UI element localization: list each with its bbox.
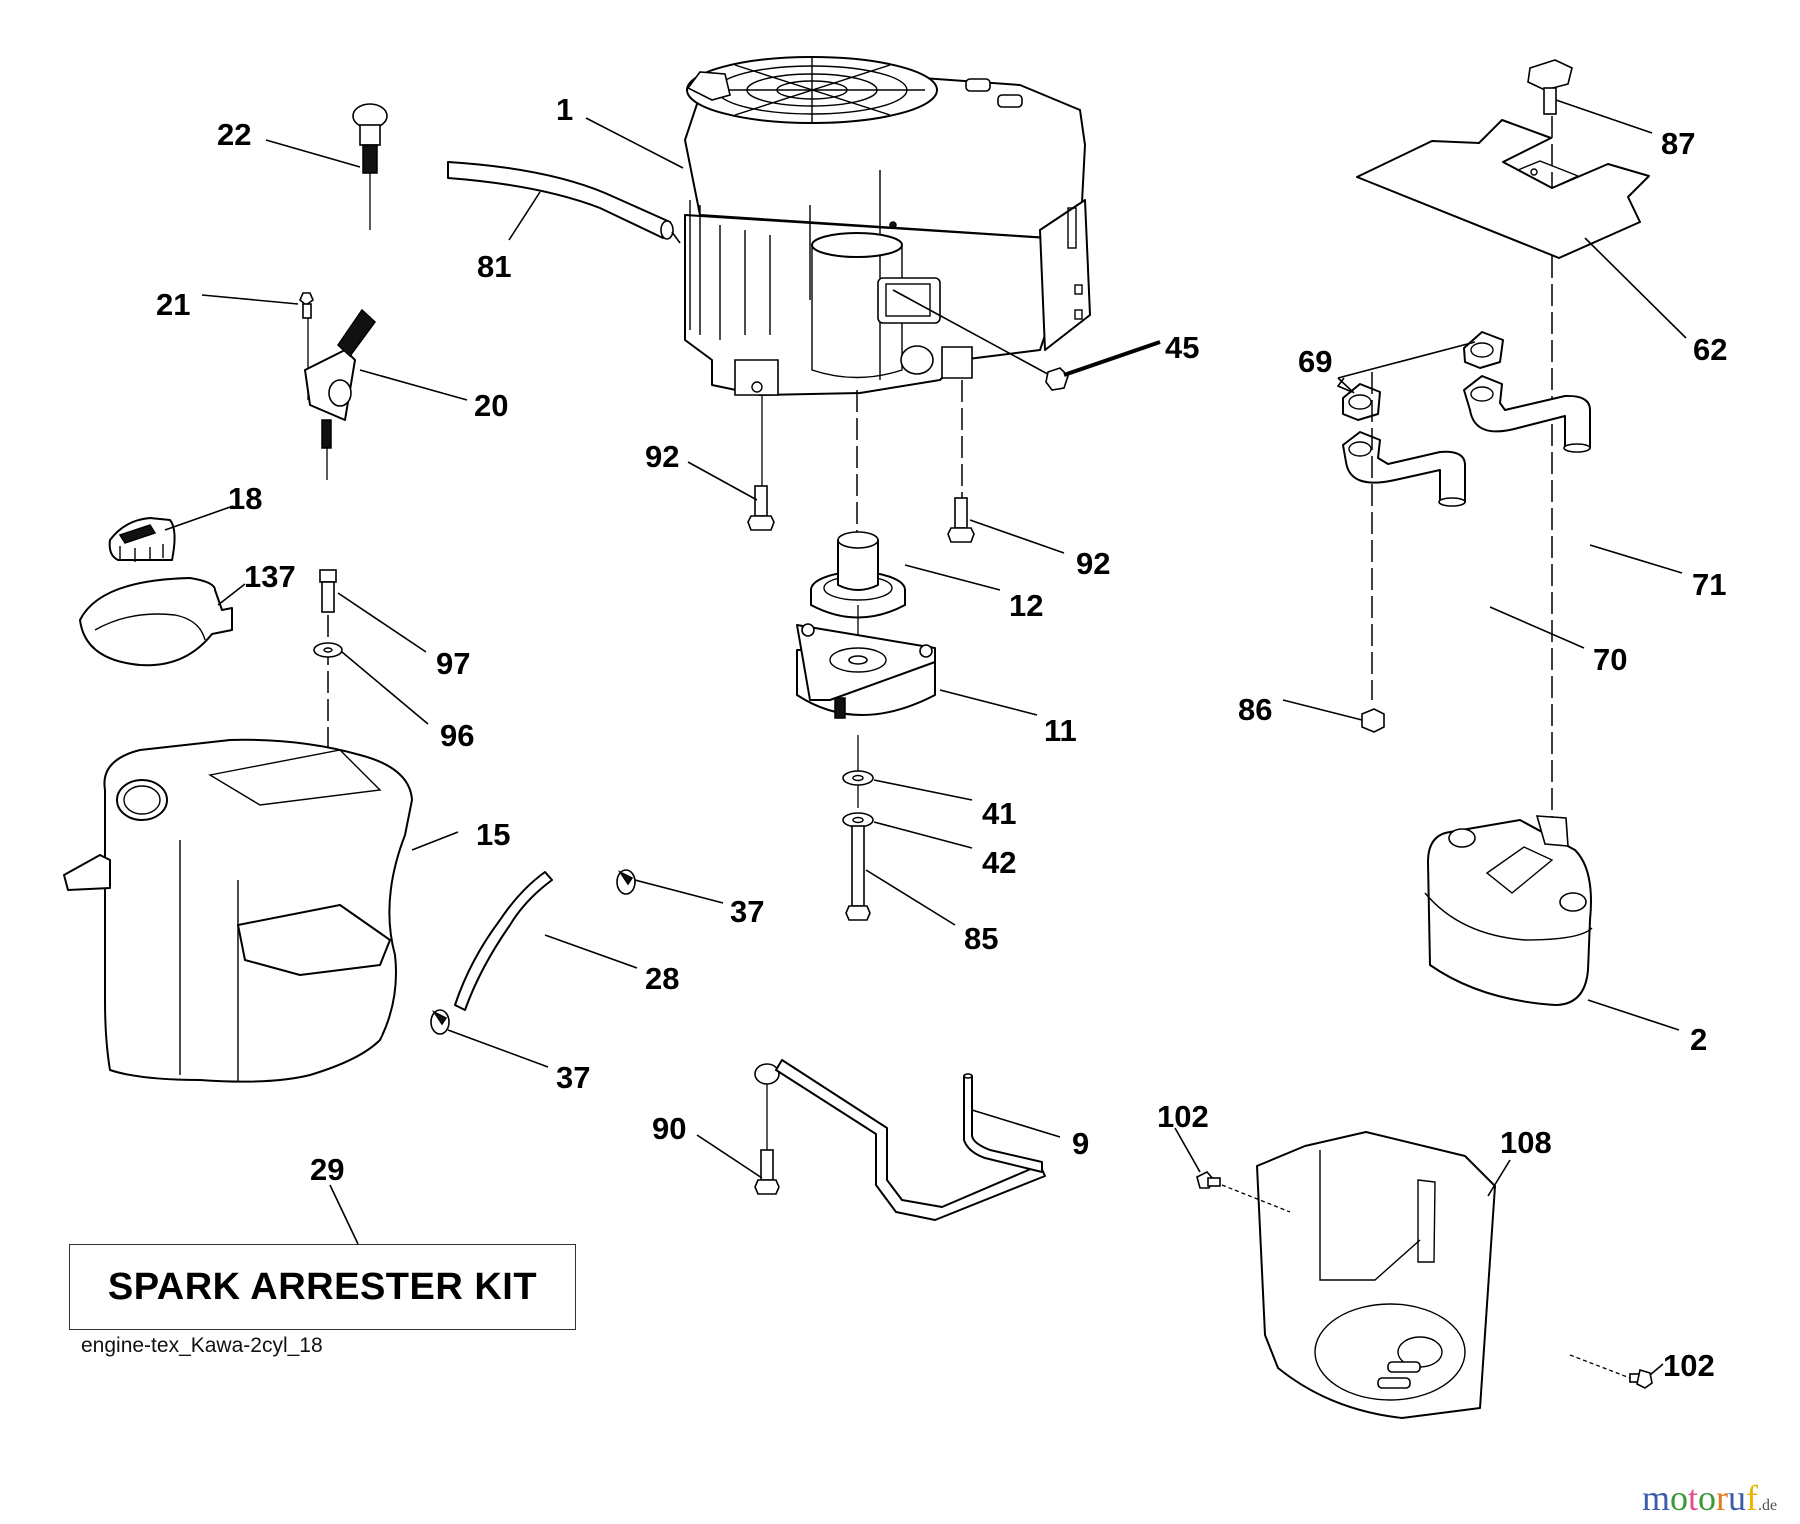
- spark-arrester-kit-label: SPARK ARRESTER KIT: [107, 1265, 538, 1308]
- watermark-letter: t: [1688, 1478, 1699, 1518]
- clutch-bolt: [845, 825, 871, 921]
- callout-108: 108: [1500, 1125, 1552, 1160]
- engine-bolt: [947, 497, 975, 543]
- callout-12: 12: [1009, 588, 1043, 623]
- exhaust-gasket: [1463, 331, 1504, 369]
- callout-87: 87: [1661, 126, 1695, 161]
- callout-92b: 92: [1076, 546, 1110, 581]
- exhaust-gasket: [1342, 383, 1381, 421]
- heat-shield: [1356, 119, 1650, 259]
- callout-9: 9: [1072, 1126, 1089, 1161]
- callout-labels: 1 2 9 11 12 15 18 20 21 22 28 29 37 37 4…: [156, 92, 1727, 1383]
- fuel-hose: [454, 871, 553, 1011]
- callout-62: 62: [1693, 332, 1727, 367]
- fuel-cap: [108, 517, 176, 562]
- engine-bolt: [747, 485, 775, 531]
- exhaust-pipe-left: [1342, 431, 1466, 507]
- callout-69: 69: [1298, 344, 1332, 379]
- callout-97: 97: [436, 646, 470, 681]
- washer: [842, 770, 874, 786]
- callout-96: 96: [440, 718, 474, 753]
- pulley: [810, 531, 906, 660]
- fuel-tank-funnel: [79, 577, 233, 667]
- engine: [684, 56, 1091, 396]
- leader-lines: [164, 99, 1687, 1376]
- callout-37a: 37: [730, 894, 764, 929]
- spark-arrester-kit-box: SPARK ARRESTER KIT: [69, 1244, 576, 1330]
- callout-81: 81: [477, 249, 511, 284]
- exhaust-pipe-right: [1463, 375, 1591, 453]
- callout-28: 28: [645, 961, 679, 996]
- watermark-letter: f: [1746, 1478, 1759, 1518]
- choke-knob: [352, 103, 388, 230]
- oil-drain-hose: [447, 161, 681, 244]
- nut: [1361, 708, 1385, 733]
- bolt: [754, 1084, 780, 1195]
- watermark-letter: u: [1728, 1478, 1747, 1518]
- electric-clutch: [796, 623, 936, 808]
- callout-137: 137: [244, 559, 296, 594]
- throttle-control: [299, 292, 377, 480]
- screw: [1527, 59, 1573, 115]
- callout-92a: 92: [645, 439, 679, 474]
- lock-washer: [842, 812, 874, 828]
- callout-85: 85: [964, 921, 998, 956]
- watermark-letter: o: [1698, 1478, 1717, 1518]
- hose-clamp: [616, 869, 636, 895]
- watermark-tld: .de: [1758, 1497, 1778, 1514]
- watermark-letter: m: [1642, 1478, 1671, 1518]
- callout-22: 22: [217, 117, 251, 152]
- muffler-guard: [1256, 1131, 1496, 1419]
- callout-71: 71: [1692, 567, 1726, 602]
- callout-11: 11: [1044, 713, 1077, 748]
- callout-18: 18: [228, 481, 262, 516]
- callout-29: 29: [310, 1152, 344, 1187]
- watermark-logo: motoruf.de: [1642, 1480, 1777, 1524]
- callout-1: 1: [556, 92, 573, 127]
- callout-2: 2: [1690, 1022, 1707, 1057]
- watermark-letter: o: [1670, 1478, 1689, 1518]
- oil-drain-plug: [892, 289, 1161, 391]
- screw: [1196, 1171, 1291, 1213]
- callout-70: 70: [1593, 642, 1627, 677]
- callout-37b: 37: [556, 1060, 590, 1095]
- watermark-letter: r: [1716, 1478, 1729, 1518]
- callout-102a: 102: [1157, 1099, 1209, 1134]
- watermark-letters: motoruf: [1642, 1478, 1758, 1518]
- callout-86: 86: [1238, 692, 1272, 727]
- screw: [1569, 1354, 1653, 1389]
- muffler-bracket-rod: [754, 1059, 1046, 1221]
- callout-21: 21: [156, 287, 190, 322]
- callout-90: 90: [652, 1111, 686, 1146]
- drawing-reference: engine-tex_Kawa-2cyl_18: [81, 1334, 323, 1357]
- hose-clamp: [430, 1009, 450, 1035]
- fuel-tank: [63, 738, 413, 1083]
- callout-20: 20: [474, 388, 508, 423]
- callout-41: 41: [982, 796, 1016, 831]
- callout-15: 15: [476, 817, 510, 852]
- muffler: [1424, 815, 1593, 1006]
- callout-102b: 102: [1663, 1348, 1715, 1383]
- callout-42: 42: [982, 845, 1016, 880]
- callout-45: 45: [1165, 330, 1199, 365]
